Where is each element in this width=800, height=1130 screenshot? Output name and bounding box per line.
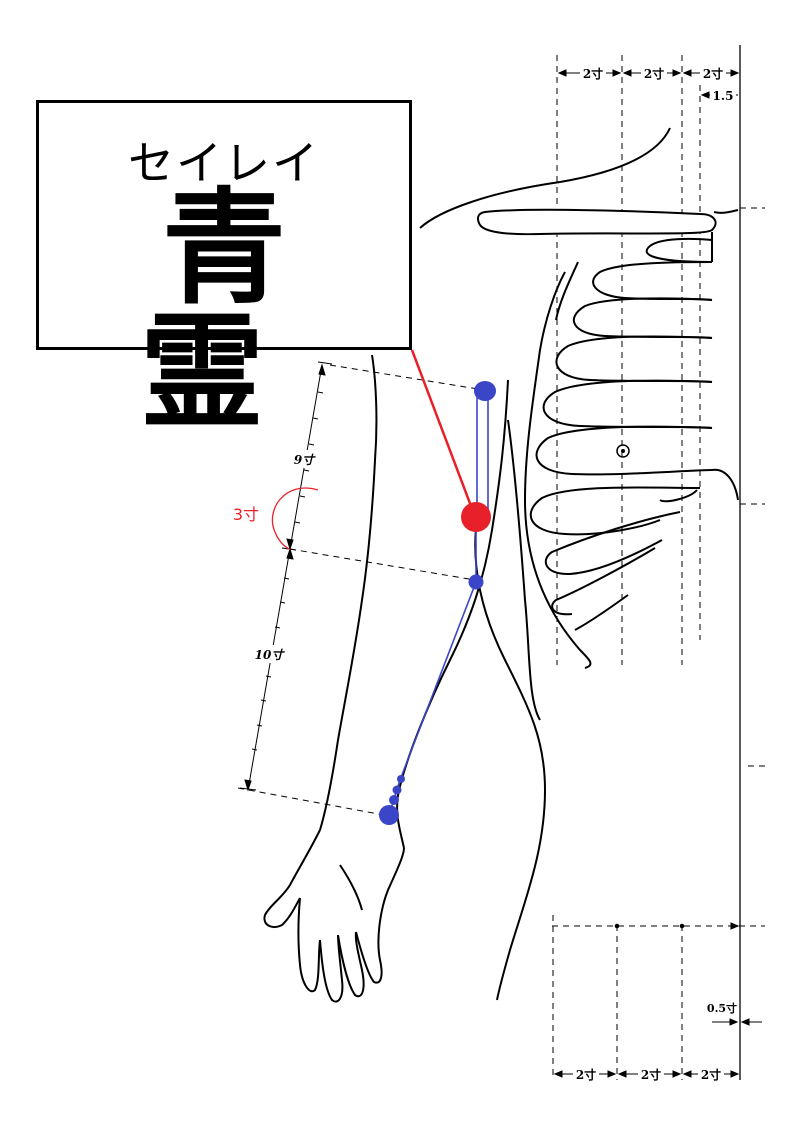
acupoint-wrist-2 (393, 786, 402, 795)
acupoint-wrist (379, 805, 399, 825)
top-grid-label-1: 2寸 (583, 66, 603, 81)
top-grid-label-inner: 1.5 (713, 89, 734, 103)
acupoint-wrist-3 (389, 795, 399, 805)
bottom-dimension-arrows (555, 923, 762, 1077)
bottom-grid-label-3: 2寸 (701, 1067, 721, 1082)
acupoint-top (474, 381, 496, 401)
bottom-grid-label-2: 2寸 (641, 1067, 661, 1082)
acupoint-wrist-1 (397, 775, 405, 783)
offset-label: 3寸 (233, 505, 259, 524)
seirei-point (461, 502, 491, 532)
point-name-card: セイレイ 青霊 (36, 100, 412, 350)
forearm-length-label: 10寸 (255, 648, 286, 662)
top-grid-label-2: 2寸 (644, 66, 664, 81)
navel-center (621, 449, 625, 453)
hand (264, 830, 404, 1002)
torso-outline (420, 128, 738, 1000)
bottom-offset-label: 0.5寸 (707, 1001, 737, 1015)
upper-arm-length-label: 9寸 (294, 453, 316, 467)
bottom-grid-label-1: 2寸 (576, 1067, 596, 1082)
top-grid-label-3: 2寸 (703, 66, 723, 81)
acupoint-elbow (469, 575, 484, 590)
clavicle (478, 210, 716, 234)
label-connector (412, 350, 474, 514)
point-name: 青霊 (39, 187, 409, 435)
